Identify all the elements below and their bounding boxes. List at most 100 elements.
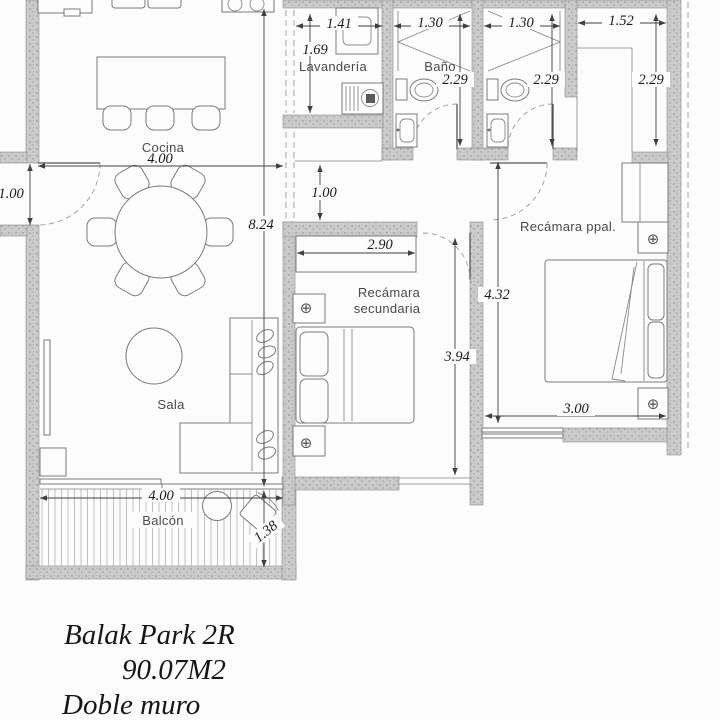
- secondary-bedroom-window: [398, 477, 470, 485]
- room-label-bano: Baño: [424, 59, 456, 74]
- washing-machine: [341, 82, 384, 115]
- room-label-recamara-sec-2: secundaria: [354, 301, 421, 316]
- nightstand: [292, 425, 326, 457]
- bar-stool: [102, 105, 132, 131]
- laundry-furniture: [335, 7, 384, 115]
- svg-text:Balcón: Balcón: [142, 513, 184, 528]
- svg-text:8.24: 8.24: [248, 217, 273, 233]
- dimension-lines: [27, 9, 666, 567]
- dining-set: [86, 164, 234, 297]
- ceiling-light-icon: ⊕: [647, 230, 660, 248]
- secondary-bedroom-door: [422, 232, 471, 281]
- svg-text:4.32: 4.32: [484, 287, 509, 303]
- kitchen-sink: [147, 0, 182, 9]
- svg-text:4.00: 4.00: [148, 488, 174, 504]
- title-block: Balak Park 2R 90.07M2 Doble muro: [61, 619, 235, 720]
- tv-console: [43, 339, 51, 436]
- dimension-labels: 4.00 1.00 8.24 1.41 1.69 1.30 2.29 1.30: [0, 13, 670, 550]
- side-cabinet: [39, 447, 67, 477]
- dim-secondary-width: 2.90: [361, 237, 399, 253]
- svg-text:3.94: 3.94: [443, 349, 469, 365]
- dim-balcony-width: 4.00: [142, 488, 180, 504]
- sink-2: [486, 113, 509, 148]
- toilet-1: [395, 78, 439, 102]
- room-label-balcon: Balcón: [131, 512, 195, 528]
- kitchen-sink: [111, 0, 146, 9]
- project-area: 90.07M2: [122, 654, 226, 686]
- nightstand: [292, 293, 326, 324]
- ceiling-light-icon: ⊕: [647, 395, 660, 413]
- svg-text:1.30: 1.30: [508, 15, 534, 31]
- project-note: Doble muro: [61, 689, 200, 720]
- svg-text:3.00: 3.00: [562, 401, 589, 417]
- wardrobe-main: [621, 162, 669, 223]
- walls: [0, 0, 689, 581]
- dim-main-height: 4.32: [478, 287, 516, 303]
- svg-text:1.00: 1.00: [311, 185, 337, 201]
- svg-text:1.00: 1.00: [0, 186, 24, 202]
- dining-table: [114, 185, 208, 279]
- svg-text:2.29: 2.29: [442, 72, 468, 88]
- dim-laundry-height: 1.69: [296, 42, 334, 58]
- bed-main: [544, 259, 668, 383]
- main-bedroom-window: [481, 427, 564, 439]
- kitchen-counter-detail: [63, 8, 81, 17]
- bar-stool: [145, 105, 175, 131]
- dim-bath1-height: 2.29: [436, 72, 474, 88]
- dim-hall-width: 1.00: [305, 185, 343, 201]
- bed-secondary: [295, 326, 415, 424]
- svg-text:1.52: 1.52: [608, 13, 633, 29]
- secondary-bedroom-furniture: [292, 235, 417, 457]
- dim-left-height: 8.24: [242, 216, 280, 233]
- ceiling-light-icon: ⊕: [300, 299, 313, 317]
- pillow: [299, 331, 329, 377]
- svg-text:1.41: 1.41: [326, 16, 351, 32]
- room-label-recamara-sec-1: Recámara: [358, 285, 421, 300]
- dim-bath2-width: 1.30: [502, 15, 540, 31]
- stove: [221, 0, 275, 13]
- nightstand: [637, 221, 669, 254]
- dim-main-width: 3.00: [557, 401, 595, 417]
- svg-text:4.00: 4.00: [147, 151, 173, 167]
- sink-1: [395, 113, 418, 148]
- room-labels: Cocina Lavandería Baño Recámara ppal. Re…: [131, 59, 616, 528]
- dim-bath1-width: 1.30: [411, 15, 449, 31]
- pillow: [299, 378, 329, 424]
- dim-cocina-width: 4.00: [141, 151, 179, 167]
- dim-bath2-height: 2.29: [527, 72, 565, 88]
- dining-chair: [86, 217, 118, 247]
- bathroom-2-door: [507, 103, 554, 150]
- dim-closet-width: 1.52: [602, 13, 640, 29]
- kitchen-island: [96, 56, 226, 110]
- ceiling-light-icons: ⊕ ⊕ ⊕ ⊕: [300, 230, 660, 452]
- bathroom-2-fixtures: [486, 10, 562, 148]
- room-label-lavanderia: Lavandería: [299, 59, 368, 74]
- dim-laundry-width: 1.41: [320, 16, 358, 32]
- stove-burner: [227, 0, 243, 12]
- dim-secondary-height: 3.94: [438, 349, 476, 365]
- pillow: [647, 321, 665, 379]
- bathroom-1-fixtures: [395, 10, 471, 148]
- svg-text:1.30: 1.30: [417, 15, 443, 31]
- main-bedroom-door: [489, 162, 548, 221]
- dim-closet-height: 2.29: [632, 72, 670, 88]
- coffee-table: [125, 327, 183, 385]
- svg-text:1.69: 1.69: [302, 42, 328, 58]
- balcony-table: [202, 491, 232, 521]
- entry-door: [37, 162, 101, 226]
- kitchen-furniture: [37, 0, 275, 131]
- room-label-cocina: Cocina: [142, 140, 185, 155]
- dim-entry-width: 1.00: [0, 186, 24, 202]
- doors-windows: [37, 103, 564, 490]
- main-bedroom-furniture: [544, 162, 669, 420]
- project-name: Balak Park 2R: [64, 619, 235, 651]
- svg-text:2.29: 2.29: [533, 72, 559, 88]
- room-label-recamara-ppal: Recámara ppal.: [520, 219, 616, 234]
- bar-stool: [191, 105, 221, 131]
- room-label-sala: Sala: [157, 397, 185, 412]
- toilet-2: [486, 78, 530, 102]
- sofa: [179, 317, 279, 474]
- svg-text:2.90: 2.90: [367, 237, 393, 253]
